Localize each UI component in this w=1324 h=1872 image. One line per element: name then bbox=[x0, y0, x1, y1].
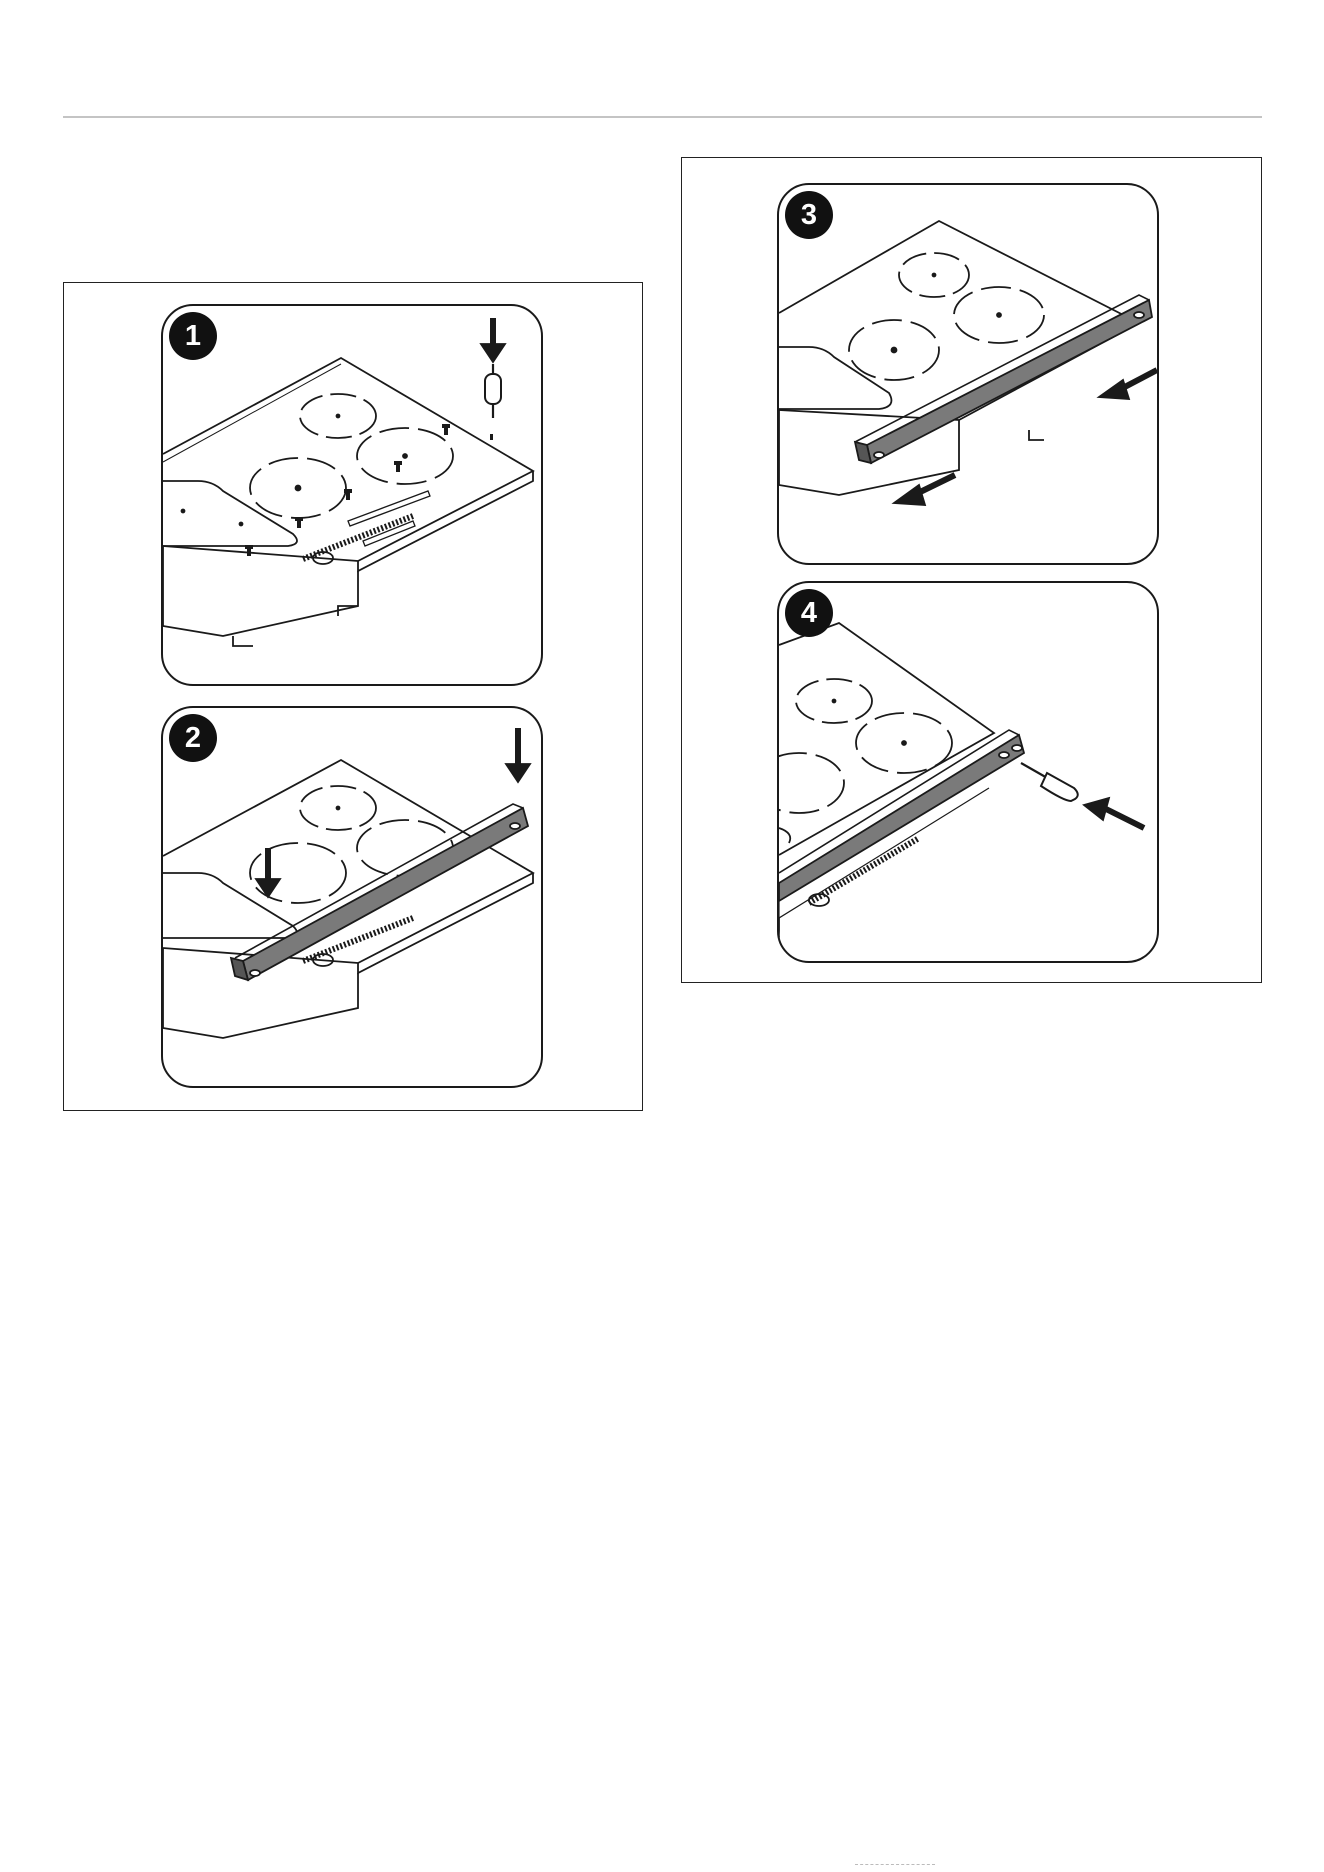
trim-slide-illustration-icon bbox=[779, 185, 1159, 565]
trim-placement-illustration-icon bbox=[163, 708, 543, 1088]
step-3-badge: 3 bbox=[785, 191, 833, 239]
figure-frame-steps-3-4: 3 4 bbox=[681, 157, 1262, 983]
step-2-badge: 2 bbox=[169, 714, 217, 762]
figure-frame-steps-1-2: 1 bbox=[63, 282, 643, 1111]
step-1-badge: 1 bbox=[169, 312, 217, 360]
step-3-panel: 3 bbox=[777, 183, 1159, 565]
step-4-panel: 4 bbox=[777, 581, 1159, 963]
header-rule bbox=[63, 116, 1262, 118]
screw-removal-illustration-icon bbox=[163, 306, 543, 686]
step-4-badge: 4 bbox=[785, 589, 833, 637]
step-1-panel: 1 bbox=[161, 304, 543, 686]
screw-fastening-illustration-icon bbox=[779, 583, 1159, 963]
step-2-panel: 2 bbox=[161, 706, 543, 1088]
page-footer-mark bbox=[855, 1864, 935, 1869]
